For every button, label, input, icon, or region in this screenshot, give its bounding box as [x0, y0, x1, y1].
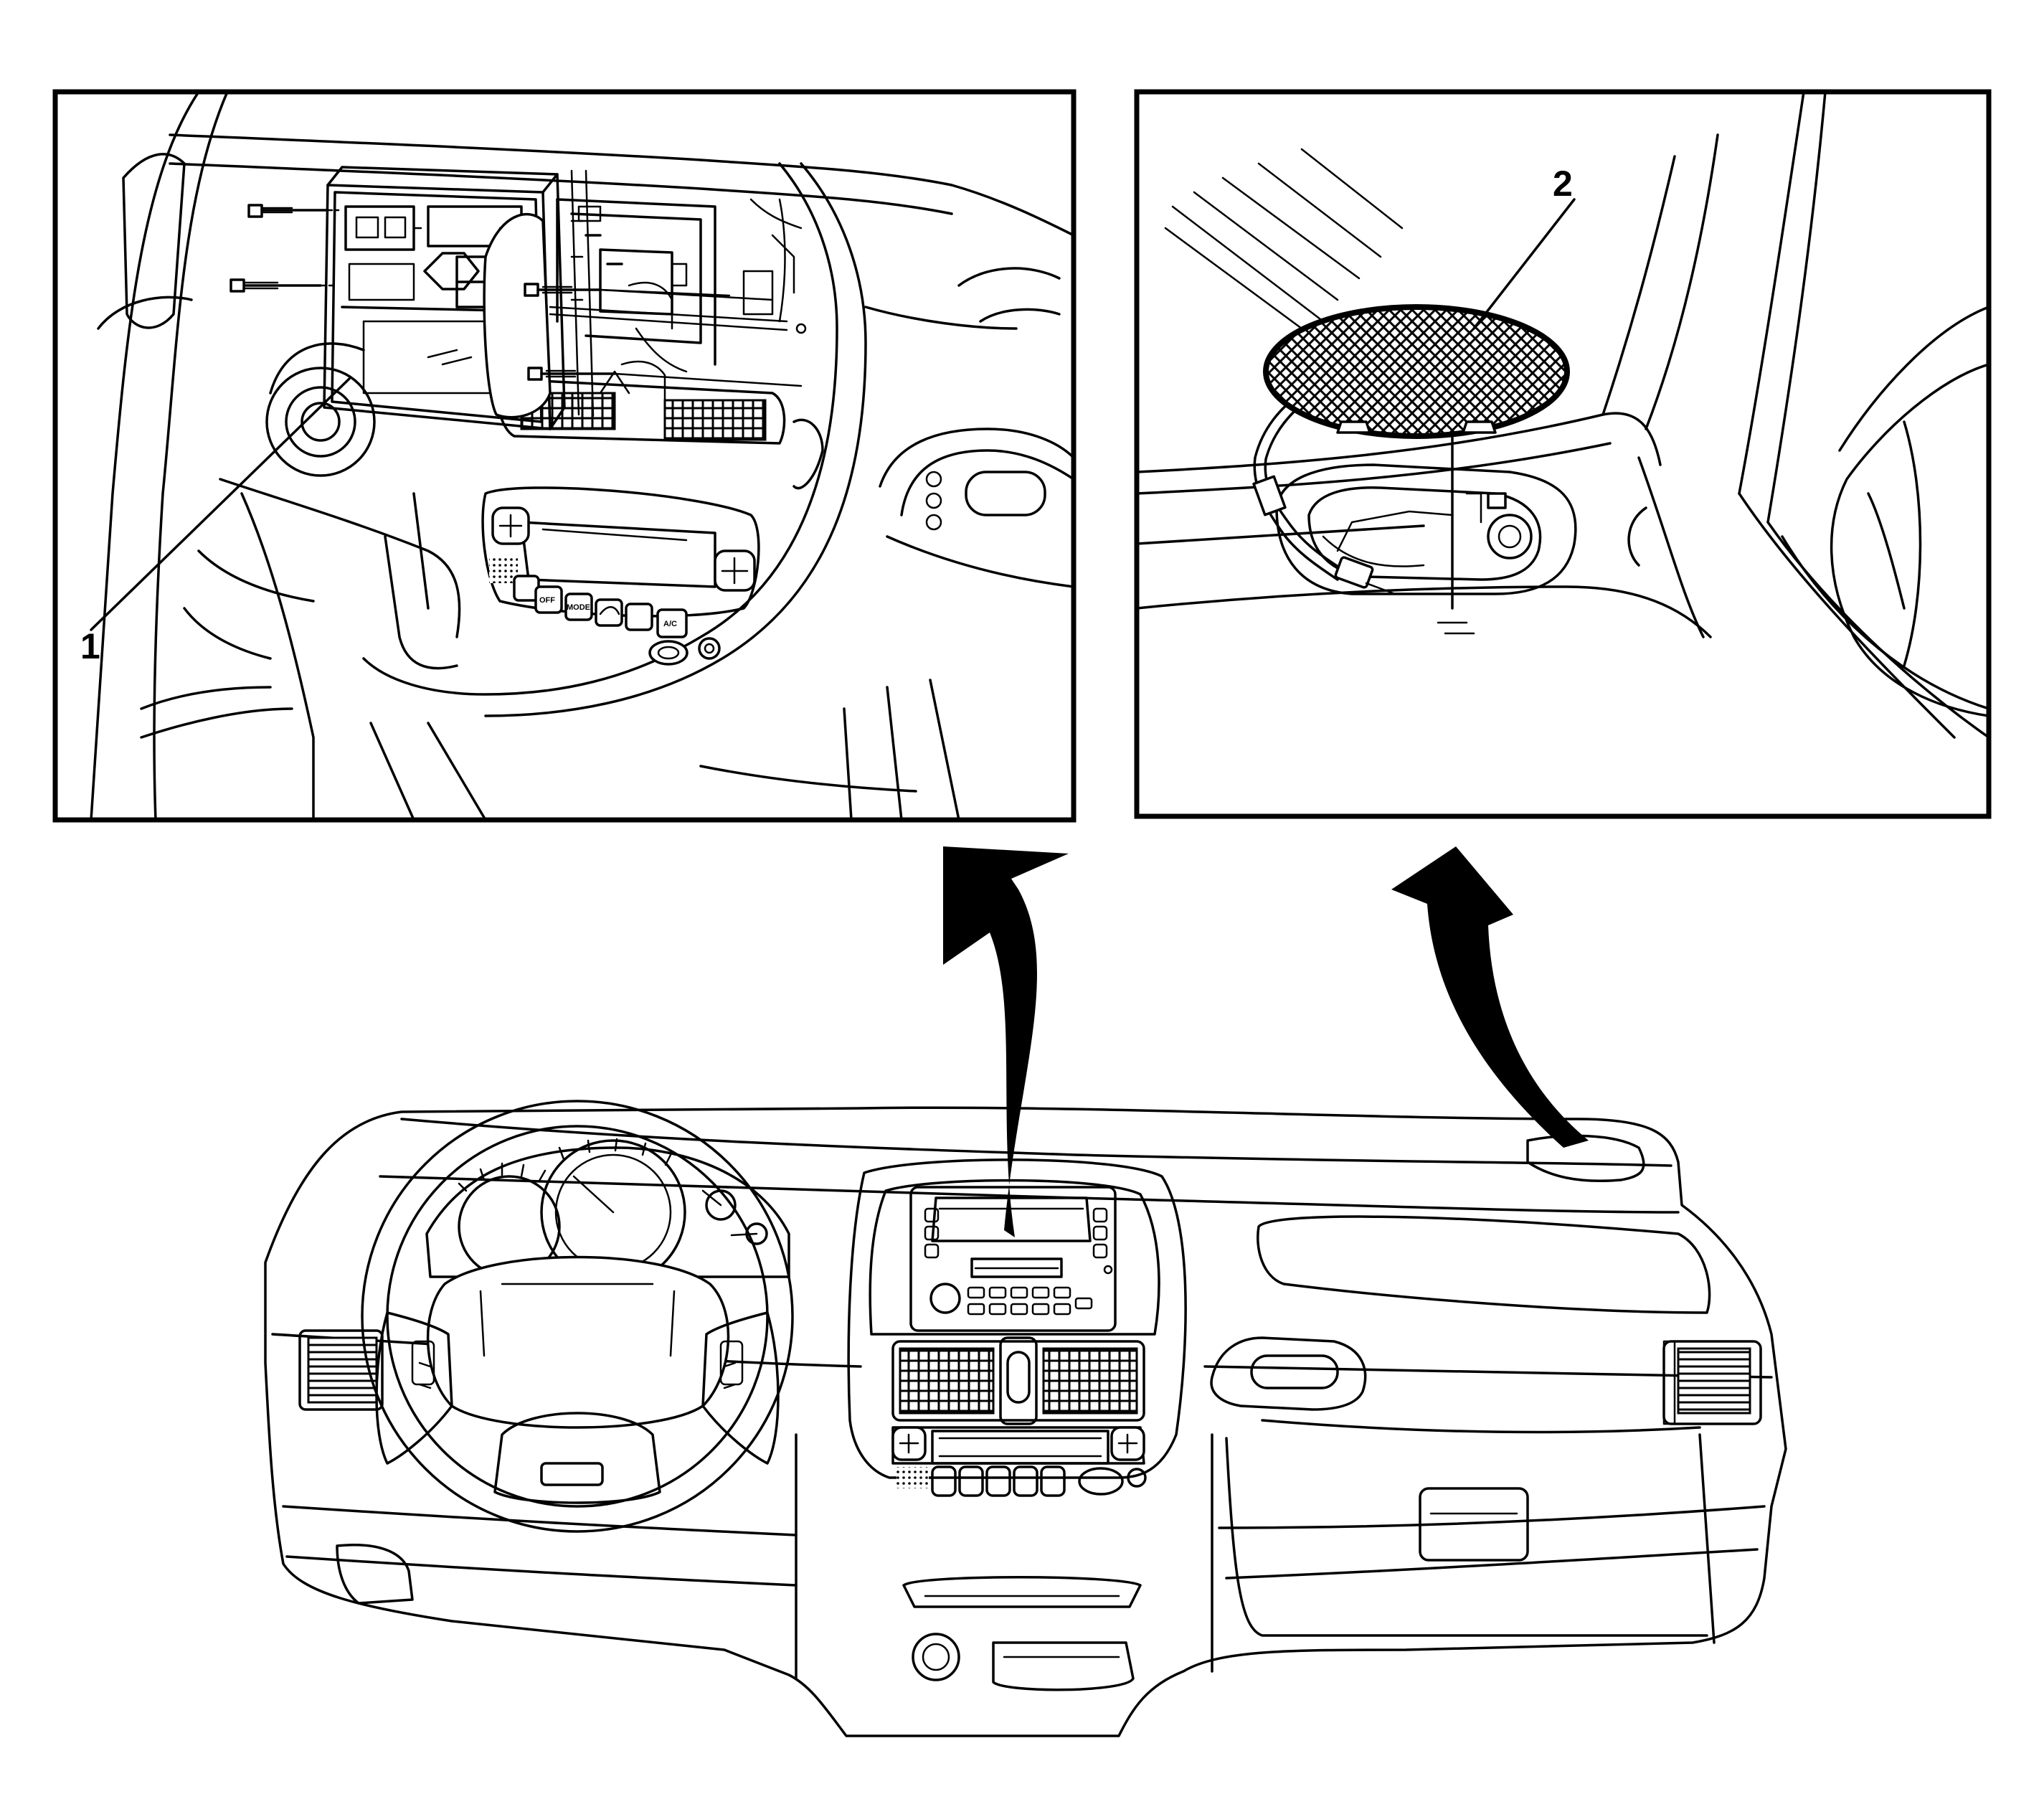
radio-cavity — [549, 198, 807, 395]
passenger-airbag-panel — [1257, 1215, 1711, 1314]
radio-trim-bezel — [483, 212, 552, 419]
hvac-mode-label: MODE — [567, 603, 590, 612]
ignition-switch — [265, 342, 376, 477]
power-outlet — [912, 1633, 960, 1681]
inset-frame-left — [52, 89, 1077, 823]
dash-outline — [264, 1106, 1787, 1737]
glovebox — [1225, 1419, 1708, 1637]
radio-screws-left — [230, 204, 340, 293]
hvac-off-button — [534, 585, 563, 614]
leader-line-2 — [1472, 198, 1576, 330]
hvac-mode-button — [564, 593, 593, 621]
passenger-side-vent — [1662, 1340, 1762, 1425]
hood-release-handle — [336, 1544, 414, 1605]
dash-center-vents — [891, 1336, 1145, 1425]
horn-badge — [540, 1462, 604, 1486]
hvac-control-panel: OFF MODE A/C — [481, 486, 760, 666]
speaker-grille — [1263, 304, 1570, 439]
hvac-ac-label: A/C — [663, 620, 677, 628]
callout-1: 1 — [80, 626, 100, 666]
right-side-vent — [879, 267, 1074, 588]
cd-slot — [970, 1257, 1063, 1278]
radio-unit — [323, 166, 602, 430]
ashtray — [992, 1641, 1135, 1691]
glovebox-handle — [1419, 1487, 1529, 1562]
dash-speaker-grille — [1526, 1134, 1645, 1183]
hvac-ac-button — [656, 608, 688, 638]
inset-radio-removal: OFF MODE A/C — [52, 89, 1077, 823]
steering-airbag-hub — [426, 1255, 730, 1429]
volume-knob — [929, 1283, 961, 1314]
right-spoke — [701, 1311, 780, 1465]
passenger-mid-vent — [1210, 1336, 1367, 1411]
instrument-cluster — [425, 1138, 790, 1285]
callout-2: 2 — [1553, 164, 1573, 204]
inset-speaker-removal: 2 — [1134, 89, 1992, 819]
center-stack — [847, 1158, 1187, 1497]
hvac-button-row: OFF MODE A/C — [513, 575, 688, 638]
arrow-to-radio-inset — [943, 846, 1069, 1237]
hvac-off-label: OFF — [539, 596, 555, 605]
windshield-glare-lines — [1164, 148, 1404, 330]
lower-center-console — [902, 1576, 1142, 1691]
arrow-to-speaker-inset — [1391, 846, 1589, 1148]
full-dashboard — [264, 1100, 1787, 1737]
radio-screws-right — [524, 281, 803, 409]
side-trim-piece — [122, 153, 186, 329]
left-spoke — [375, 1311, 453, 1465]
speaker-cavity — [1275, 463, 1577, 595]
speaker-wire-harness — [1252, 392, 1396, 595]
inset-frame-right — [1134, 89, 1992, 819]
dash-hvac-panel — [891, 1426, 1147, 1497]
steering-wheel — [361, 1100, 794, 1533]
a-pillar-edge — [1601, 155, 1676, 416]
leader-line-1 — [90, 377, 351, 631]
dash-radio — [909, 1186, 1117, 1332]
a-pillar-line — [90, 92, 200, 820]
